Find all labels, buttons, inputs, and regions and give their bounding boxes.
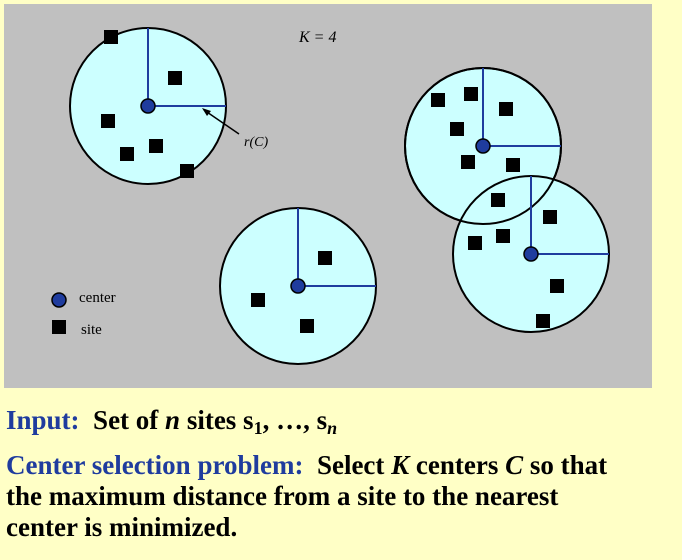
site-marker — [318, 251, 332, 265]
center-marker — [475, 138, 491, 154]
legend-site-label: site — [81, 322, 102, 338]
problem-line-1: Center selection problem: Select K cente… — [6, 450, 607, 481]
site-marker — [104, 30, 118, 44]
problem-text: so that — [529, 450, 608, 480]
problem-statement: Center selection problem: Select K cente… — [6, 450, 607, 543]
site-marker — [168, 71, 182, 85]
site-marker — [450, 122, 464, 136]
center-marker — [523, 246, 539, 262]
site-marker — [550, 279, 564, 293]
legend: center site — [51, 290, 116, 338]
site-marker — [461, 155, 475, 169]
radius-label: r(C) — [244, 135, 268, 150]
input-subscript: n — [327, 418, 338, 438]
site-marker — [491, 193, 505, 207]
problem-c: C — [505, 450, 524, 480]
site-marker — [180, 164, 194, 178]
legend-center-icon — [51, 292, 67, 308]
site-marker — [149, 139, 163, 153]
problem-text: centers — [415, 450, 499, 480]
input-text: Set of — [93, 405, 159, 435]
arrowhead-icon — [202, 108, 211, 116]
radius-annotation: r(C) — [202, 108, 268, 150]
site-marker — [468, 236, 482, 250]
site-marker — [464, 87, 478, 101]
cluster-diagram: K = 4 r(C) — [4, 4, 652, 388]
arrow-icon — [203, 109, 240, 135]
input-n: n — [165, 405, 181, 435]
site-marker — [431, 93, 445, 107]
legend-site-icon — [52, 320, 66, 334]
site-marker — [101, 114, 115, 128]
cluster-3-contents — [431, 68, 561, 172]
cluster-2 — [219, 207, 377, 365]
site-marker — [543, 210, 557, 224]
problem-label: Center selection problem: — [6, 450, 304, 480]
center-marker — [290, 278, 306, 294]
legend-center-label: center — [79, 290, 116, 306]
site-marker — [506, 158, 520, 172]
cluster-1 — [69, 27, 227, 185]
site-marker — [251, 293, 265, 307]
problem-line-2: the maximum distance from a site to the … — [6, 481, 559, 511]
problem-line-3: center is minimized. — [6, 512, 238, 542]
problem-text: Select — [316, 450, 385, 480]
site-marker — [536, 314, 550, 328]
input-subscript: 1 — [253, 418, 263, 438]
site-marker — [300, 319, 314, 333]
k-label: K = 4 — [298, 29, 336, 46]
input-statement: Input: Set of n sites s1, …, sn — [6, 405, 338, 438]
input-label: Input: — [6, 405, 80, 435]
site-marker — [120, 147, 134, 161]
input-text: , …, s — [262, 405, 328, 435]
input-text: sites s — [186, 405, 254, 435]
problem-k: K — [391, 450, 410, 480]
cluster-4-contents — [468, 176, 609, 328]
site-marker — [499, 102, 513, 116]
site-marker — [496, 229, 510, 243]
center-marker — [140, 98, 156, 114]
